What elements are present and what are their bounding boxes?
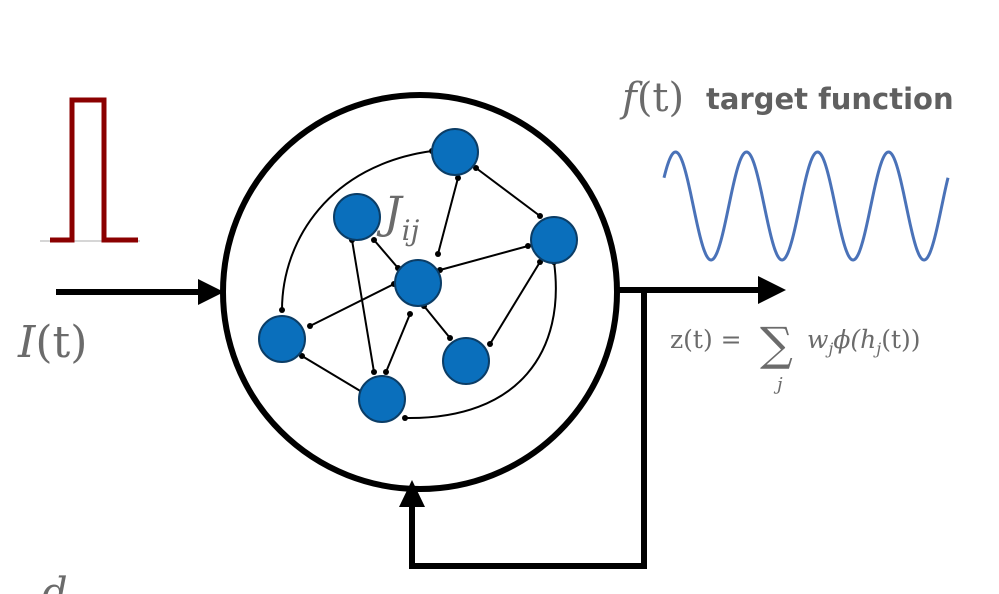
- readout-equation: z(t) = ∑ j wjϕ(hj(t)): [670, 317, 921, 395]
- connection-d-f: [487, 259, 543, 347]
- input-label: I(t): [17, 317, 87, 368]
- target-sine-wave: [662, 150, 950, 262]
- connection-arc-left: [279, 148, 435, 313]
- connection-a-d: [473, 165, 543, 219]
- weight-subscript: ij: [402, 214, 420, 247]
- weight-label: Jij: [376, 188, 420, 247]
- target-math: f(t): [619, 75, 684, 121]
- connection-b-g: [383, 311, 413, 375]
- input-arg: (t): [35, 317, 87, 368]
- connection-b-e: [307, 281, 397, 329]
- connection-b-f: [421, 303, 453, 341]
- feedback-loop: [399, 287, 647, 569]
- readout-sum: ∑: [760, 317, 793, 371]
- connection-e-g: [299, 353, 365, 395]
- network-connections: [279, 148, 557, 421]
- target-caption: target function: [706, 82, 954, 116]
- input-pulse: [40, 97, 140, 243]
- input-symbol: I: [17, 317, 37, 368]
- readout-w: w: [807, 325, 828, 354]
- neuron-f: [442, 337, 490, 385]
- connection-b-d: [437, 243, 531, 273]
- readout-phi: ϕ(h: [833, 325, 876, 354]
- neuron-g: [358, 375, 406, 423]
- neuron-c: [333, 193, 381, 241]
- connection-c-g: [349, 237, 377, 375]
- connection-arc-right: [402, 259, 557, 421]
- readout-w-sub: j: [825, 339, 833, 358]
- network-neurons: [258, 128, 578, 423]
- connection-a-b: [435, 175, 461, 257]
- readout-lhs: z(t) =: [670, 325, 742, 354]
- readout-tail: (t)): [881, 325, 920, 354]
- output-arrow: [644, 276, 786, 304]
- neuron-b: [394, 259, 442, 307]
- corner-glyph: d: [42, 570, 68, 594]
- readout-term: wjϕ(hj(t)): [807, 325, 921, 358]
- readout-sum-index: j: [773, 374, 783, 395]
- neuron-d: [530, 216, 578, 264]
- readout-h-sub: j: [873, 339, 881, 358]
- target-arg: (t): [637, 75, 684, 121]
- connection-c-b: [371, 237, 401, 271]
- neuron-e: [258, 315, 306, 363]
- neuron-a: [431, 128, 479, 176]
- input-arrow: [56, 279, 224, 305]
